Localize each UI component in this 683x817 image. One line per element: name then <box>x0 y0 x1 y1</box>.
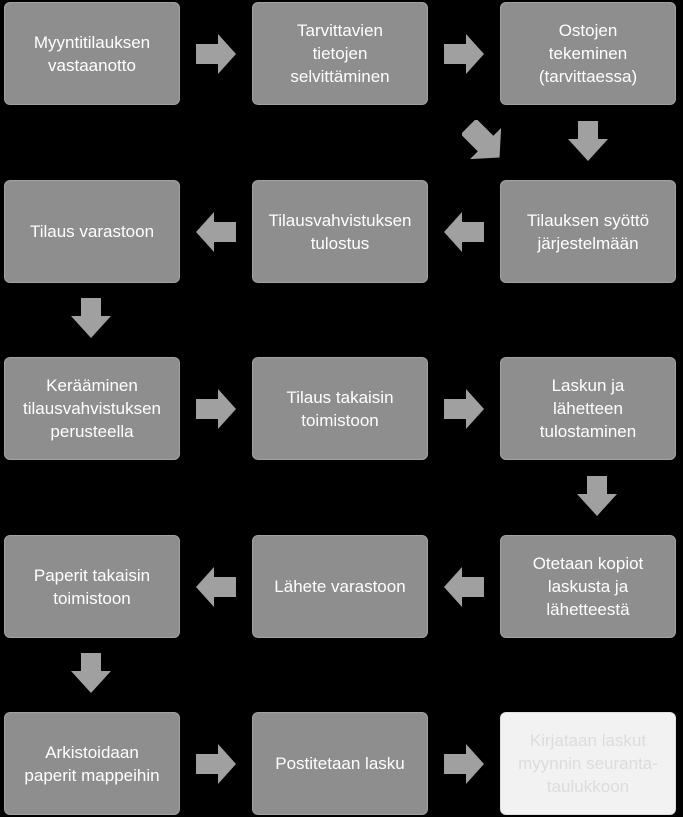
step-postitetaan-lasku: Postitetaan lasku <box>252 712 428 815</box>
step-kirjataan-laskut: Kirjataan laskut myynnin seuranta- taulu… <box>500 712 676 815</box>
arrow-left-icon <box>444 567 484 607</box>
step-tietojen-selvittaminen: Tarvittavien tietojen selvittäminen <box>252 2 428 105</box>
arrow-right-icon <box>196 34 236 74</box>
step-kopiot: Otetaan kopiot laskusta ja lähetteestä <box>500 535 676 638</box>
step-label: Tilaus varastoon <box>29 222 155 241</box>
arrow-diagonal-icon <box>462 120 506 164</box>
step-label: Kirjataan laskut myynnin seuranta- taulu… <box>518 731 658 796</box>
step-label: Kerääminen tilausvahvistuksen perusteell… <box>23 376 161 441</box>
step-myyntitilauksen-vastaanotto: Myyntitilauksen vastaanotto <box>4 2 180 105</box>
step-label: Postitetaan lasku <box>275 754 405 773</box>
arrow-down-icon <box>568 121 608 161</box>
arrow-down-icon <box>577 476 617 516</box>
step-keraaminen: Kerääminen tilausvahvistuksen perusteell… <box>4 357 180 460</box>
arrow-left-icon <box>444 212 484 252</box>
arrow-right-icon <box>444 744 484 784</box>
step-label: Lähete varastoon <box>274 577 406 596</box>
step-label: Tarvittavien tietojen selvittäminen <box>290 21 390 86</box>
step-label: Tilauksen syöttö järjestelmään <box>526 210 650 253</box>
step-label: Otetaan kopiot laskusta ja lähetteestä <box>532 554 644 619</box>
step-arkistoidaan: Arkistoidaan paperit mappeihin <box>4 712 180 815</box>
step-label: Tilaus takaisin toimistoon <box>286 387 394 430</box>
step-label: Paperit takaisin toimistoon <box>33 565 151 608</box>
step-label: Ostojen tekeminen (tarvittaessa) <box>538 21 638 86</box>
arrow-left-icon <box>196 567 236 607</box>
step-ostojen-tekeminen: Ostojen tekeminen (tarvittaessa) <box>500 2 676 105</box>
step-label: Arkistoidaan paperit mappeihin <box>24 742 160 785</box>
arrow-down-icon <box>71 653 111 693</box>
arrow-right-icon <box>196 744 236 784</box>
step-paperit-takaisin: Paperit takaisin toimistoon <box>4 535 180 638</box>
arrow-right-icon <box>444 389 484 429</box>
arrow-right-icon <box>196 389 236 429</box>
step-tilaus-takaisin-toimistoon: Tilaus takaisin toimistoon <box>252 357 428 460</box>
step-label: Laskun ja lähetteen tulostaminen <box>539 376 637 441</box>
step-tilausvahvistuksen-tulostus: Tilausvahvistuksen tulostus <box>252 180 428 283</box>
step-tilaus-varastoon: Tilaus varastoon <box>4 180 180 283</box>
step-label: Tilausvahvistuksen tulostus <box>268 210 412 253</box>
step-tilauksen-syotto: Tilauksen syöttö järjestelmään <box>500 180 676 283</box>
step-label: Myyntitilauksen vastaanotto <box>33 32 151 75</box>
arrow-right-icon <box>444 34 484 74</box>
arrow-down-icon <box>71 298 111 338</box>
step-lahete-varastoon: Lähete varastoon <box>252 535 428 638</box>
step-laskun-tulostaminen: Laskun ja lähetteen tulostaminen <box>500 357 676 460</box>
arrow-left-icon <box>196 212 236 252</box>
